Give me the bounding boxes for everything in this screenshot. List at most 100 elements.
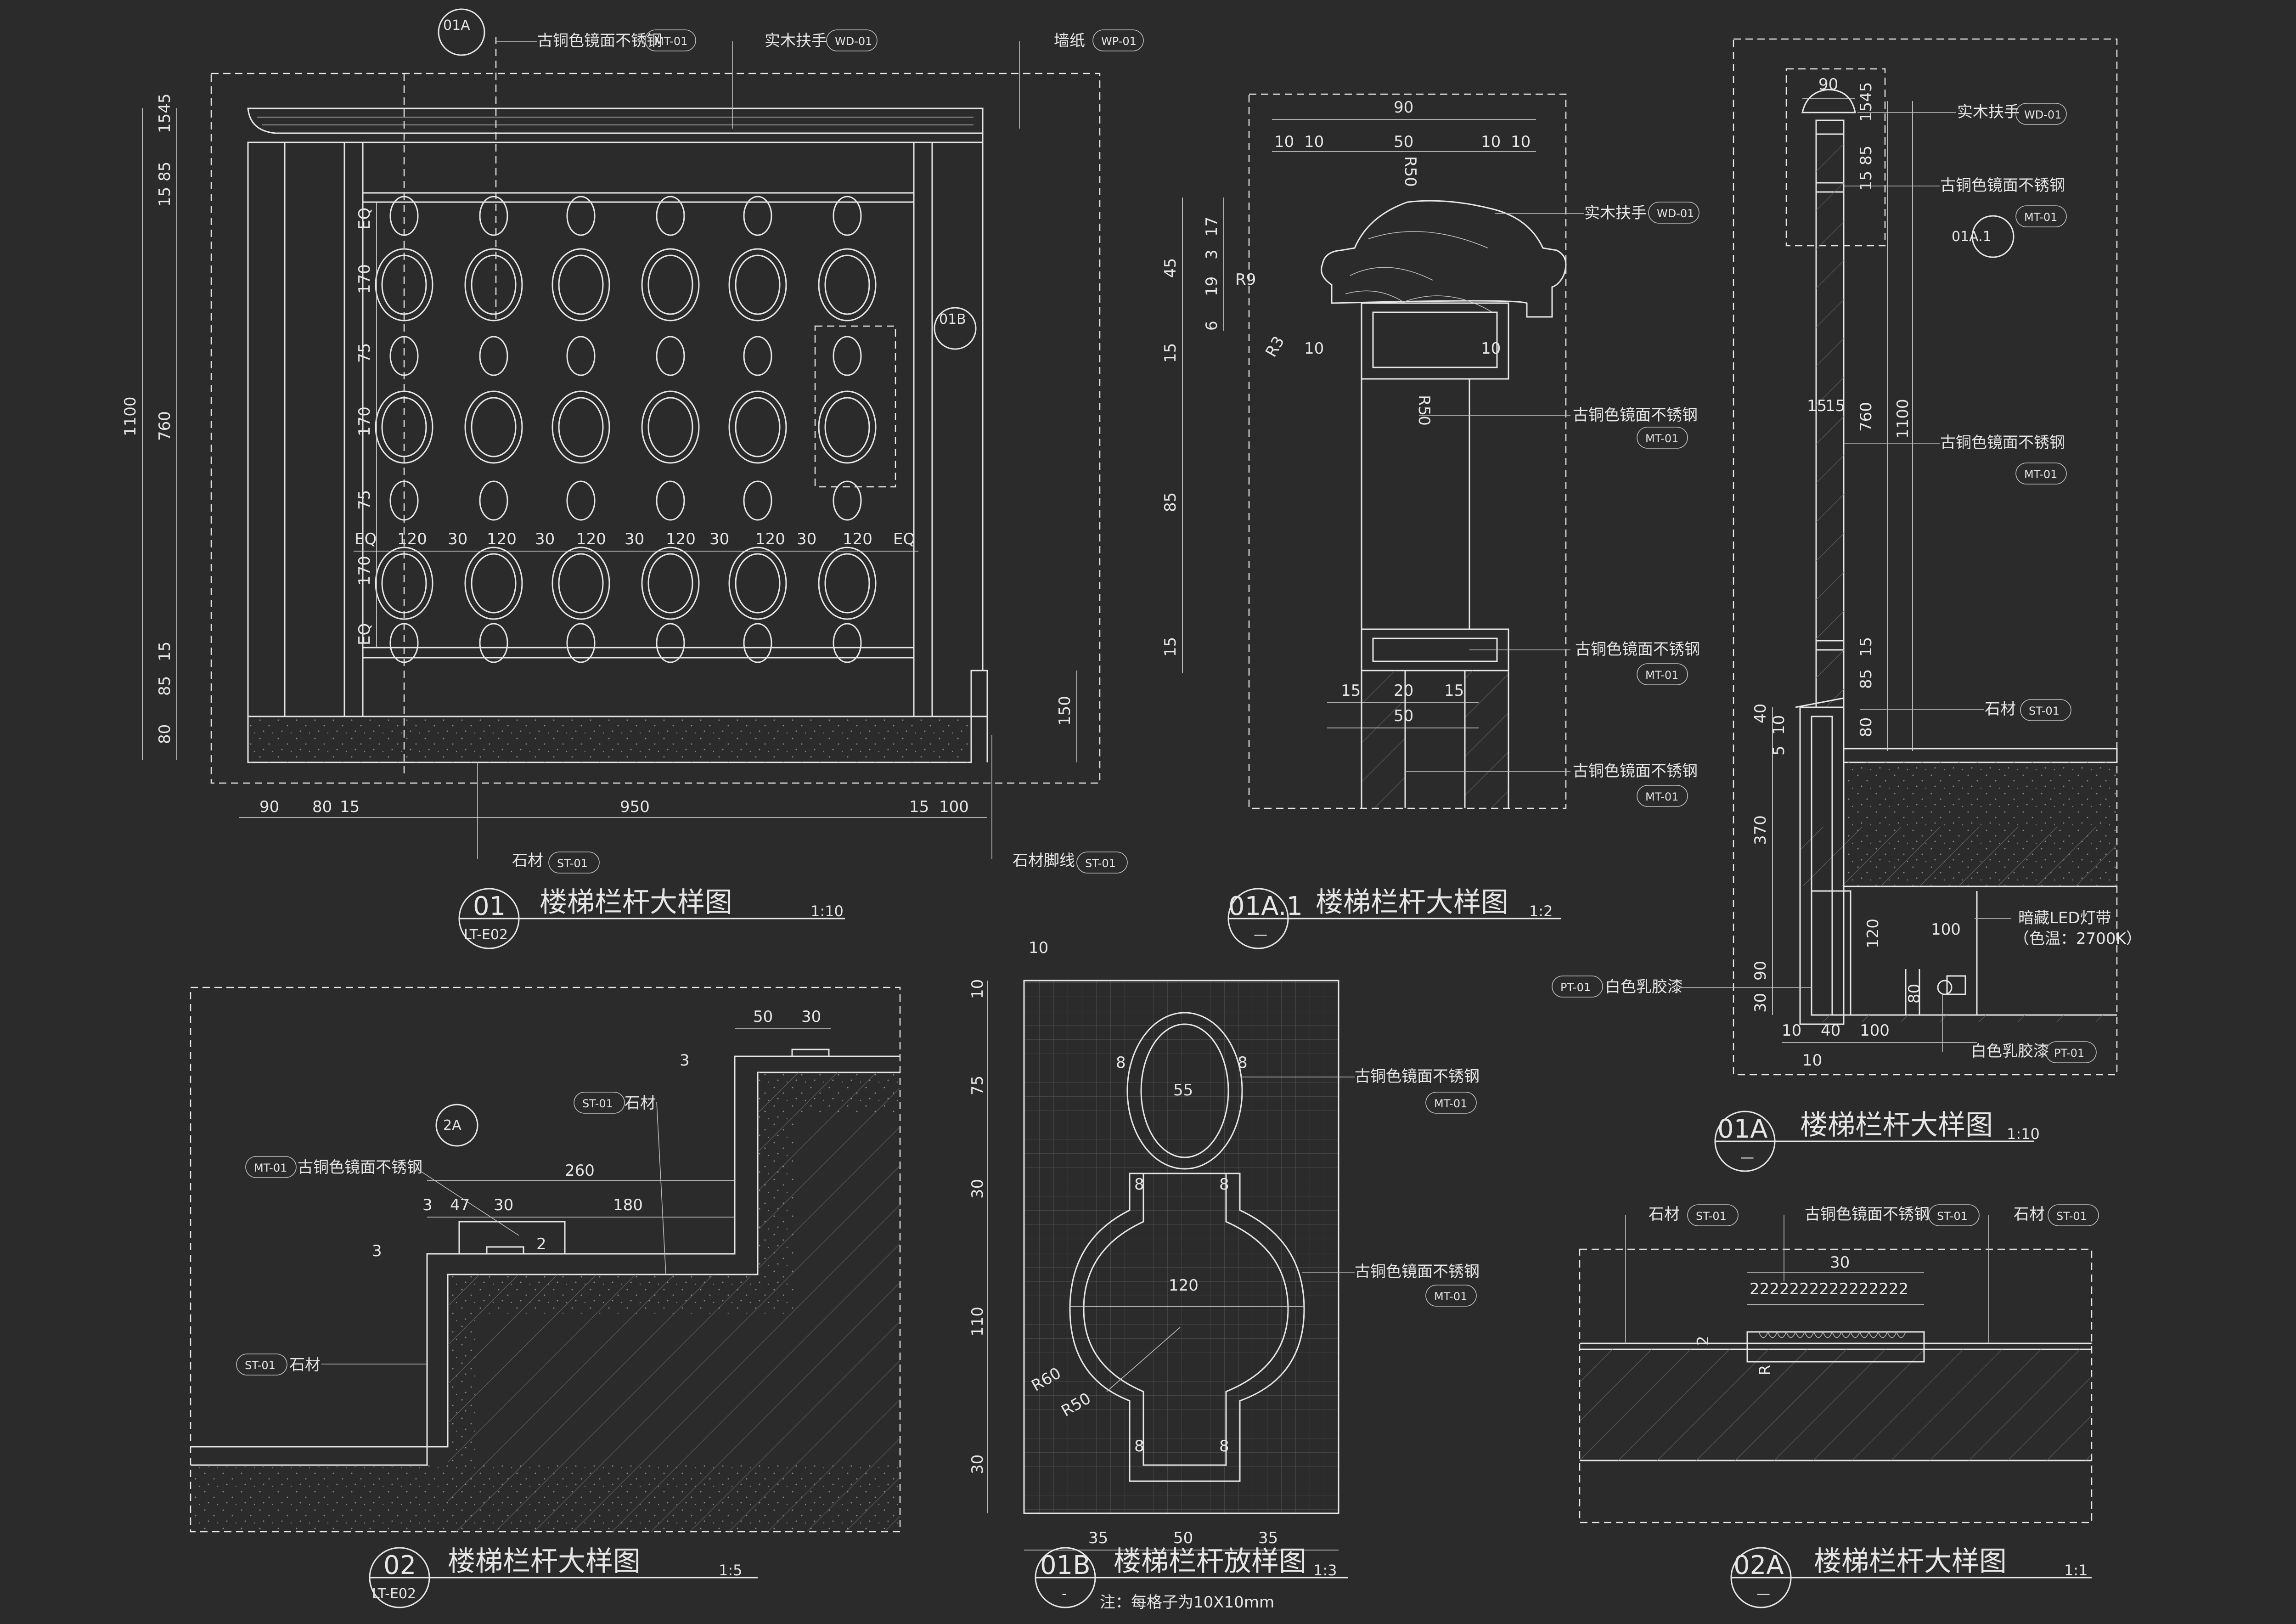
d01a-ref: 01A [1717, 1114, 1768, 1144]
baluster-ring [375, 547, 433, 620]
d01-dim-bottom: 80 [312, 798, 332, 816]
d01a1-wood-label: 实木扶手 [1584, 204, 1647, 222]
d02-stone2-label: 石材 [289, 1356, 321, 1374]
d01b-dim-inner: 8 [1134, 1175, 1144, 1194]
d02-mirror-label: 古铜色镜面不锈钢 [298, 1158, 422, 1177]
d01-dim-bottom: 15 [340, 798, 360, 816]
d01-dim-inner: 75 [355, 343, 374, 363]
baluster-oval [389, 623, 419, 663]
d02-ref-sub: LT-E02 [372, 1586, 416, 1602]
d01a1-dim-tube: 10 [1481, 339, 1501, 358]
drawing-02: 2A 50 30 3 260 3 47 30 180 3 2 MT-01 古铜色… [190, 987, 901, 1608]
d01b-dim-left: 75 [968, 1076, 987, 1095]
callout-2a: 2A [443, 1117, 461, 1133]
d01-dim-left: 1545 [156, 93, 174, 133]
d02a-scale: 1:1 [2064, 1562, 2088, 1579]
d01a1-dim-left: 15 [1161, 637, 1180, 657]
d01a1-title: 楼梯栏杆大样图 [1316, 886, 1508, 919]
d01a1-mirror1-label: 古铜色镜面不锈钢 [1573, 406, 1698, 424]
d01b-dim-inner: 8 [1219, 1437, 1229, 1455]
d01a-dim-left: 90 [1751, 961, 1770, 981]
drawing-01: 01B 01A 古铜色镜面不锈钢 MT-01 实木扶手 WD-01 墙纸 WP-… [121, 8, 1144, 949]
d02-dim: 260 [565, 1162, 595, 1180]
d01-skirting-tag: ST-01 [1085, 857, 1116, 870]
d02-stone-label: 石材 [625, 1094, 656, 1112]
d01b-scale: 1:3 [1313, 1562, 1337, 1579]
baluster-ring-inner [824, 553, 870, 614]
d02-dim: 50 [753, 1008, 773, 1026]
drawing-02a: 30 2222222222222222 2 R 石材 ST-01 古铜色镜面不锈… [1579, 1204, 2099, 1608]
d01a-wood-label: 实木扶手 [1957, 103, 2020, 121]
baluster-ring [551, 547, 610, 620]
d01-dim-1100: 1100 [121, 396, 140, 436]
baluster-oval [479, 196, 508, 236]
baluster-ring [728, 390, 787, 464]
d01a-mirror1-tag: MT-01 [2024, 211, 2057, 224]
d01b-dim-inner: 55 [1173, 1081, 1193, 1100]
d02-dim: 180 [613, 1196, 643, 1214]
d01b-dim-left: 30 [968, 1455, 987, 1474]
d01-scale: 1:10 [810, 902, 844, 920]
baluster-ring-inner [381, 254, 427, 315]
d02a-stone2-tag: ST-01 [2056, 1210, 2087, 1223]
baluster-ring-inner [558, 553, 604, 614]
baluster-ring-inner [471, 254, 517, 315]
d01a-dim-right: 85 [1857, 146, 1875, 165]
d01a-dim-bottom: 100 [1860, 1021, 1890, 1040]
d01a1-dim-left: 85 [1161, 492, 1180, 512]
d01a1-dim-bottom: 20 [1394, 682, 1413, 700]
baluster-ring [464, 547, 523, 620]
d01-dim-row-item: EQ [893, 530, 915, 548]
d01-dim-left: 85 [156, 676, 174, 696]
d01a-dim-bottom: 10 [1782, 1021, 1801, 1040]
d01a-led-temp: （色温：2700K） [2014, 930, 2142, 948]
d01-dim-inner: 170 [355, 556, 374, 586]
baluster-oval [479, 336, 508, 376]
d01a1-dim-left: 3 [1203, 249, 1221, 259]
d01-dim-bottom: 950 [620, 798, 650, 816]
d02-dim: 47 [450, 1196, 470, 1214]
baluster-oval [389, 336, 419, 376]
d01a-dim-right: 80 [1857, 717, 1875, 737]
d01b-dim-left: 110 [968, 1307, 987, 1336]
callout-2a-bubble [435, 1104, 478, 1147]
d01a1-dim-left: 19 [1203, 276, 1221, 296]
d01a-paint1-tag: PT-01 [1560, 981, 1591, 994]
d01-dim-left: 85 [156, 162, 174, 181]
d01-dim-right: 150 [1056, 696, 1074, 726]
d01-mirror-label: 古铜色镜面不锈钢 [537, 32, 662, 50]
baluster-ring-inner [647, 254, 693, 315]
baluster-ring-inner [735, 254, 781, 315]
d01a1-radius: R3 [1262, 333, 1288, 360]
d01a-stone-tag: ST-01 [2029, 705, 2060, 717]
d01a1-dim-top: 10 [1481, 133, 1501, 151]
d01a-dim-bottom: 40 [1821, 1021, 1840, 1040]
d02-title: 楼梯栏杆大样图 [448, 1545, 641, 1578]
d01a-paint2-tag: PT-01 [2054, 1047, 2084, 1060]
d01a-ref-sub: — [1740, 1150, 1754, 1166]
baluster-ring [641, 248, 700, 321]
baluster-ring [728, 547, 787, 620]
d01b-mirror1-tag: MT-01 [1434, 1097, 1467, 1110]
d01-stone-label: 石材 [512, 851, 543, 870]
baluster-oval [656, 196, 685, 236]
d02-ref: 02 [383, 1551, 416, 1580]
baluster-oval [833, 196, 862, 236]
baluster-ring-inner [824, 397, 870, 457]
d01a1-dim-top: 90 [1394, 98, 1413, 117]
d01a-stone-label: 石材 [1985, 700, 2016, 718]
d01-dim-left: 760 [156, 411, 174, 441]
d01b-dim-inner: 8 [1238, 1054, 1248, 1072]
d01a-dim-right: 15 [1857, 171, 1875, 191]
baluster-ring [818, 390, 877, 464]
d01b-dim-inner: 8 [1219, 1175, 1229, 1194]
baluster-oval [743, 623, 772, 663]
d01b-dim-inner: 8 [1116, 1054, 1126, 1072]
baluster-ring-inner [471, 553, 517, 614]
d01-dim-inner: 170 [355, 406, 374, 436]
baluster-oval [743, 480, 772, 521]
d01-dim-row-item: 120 [576, 530, 606, 548]
d01-dim-row: EQ 120 30 120 30 120 30 120 30 120 30 12… [355, 530, 915, 548]
d01a1-dim-top: 10 [1304, 133, 1324, 151]
baluster-oval [479, 480, 508, 521]
